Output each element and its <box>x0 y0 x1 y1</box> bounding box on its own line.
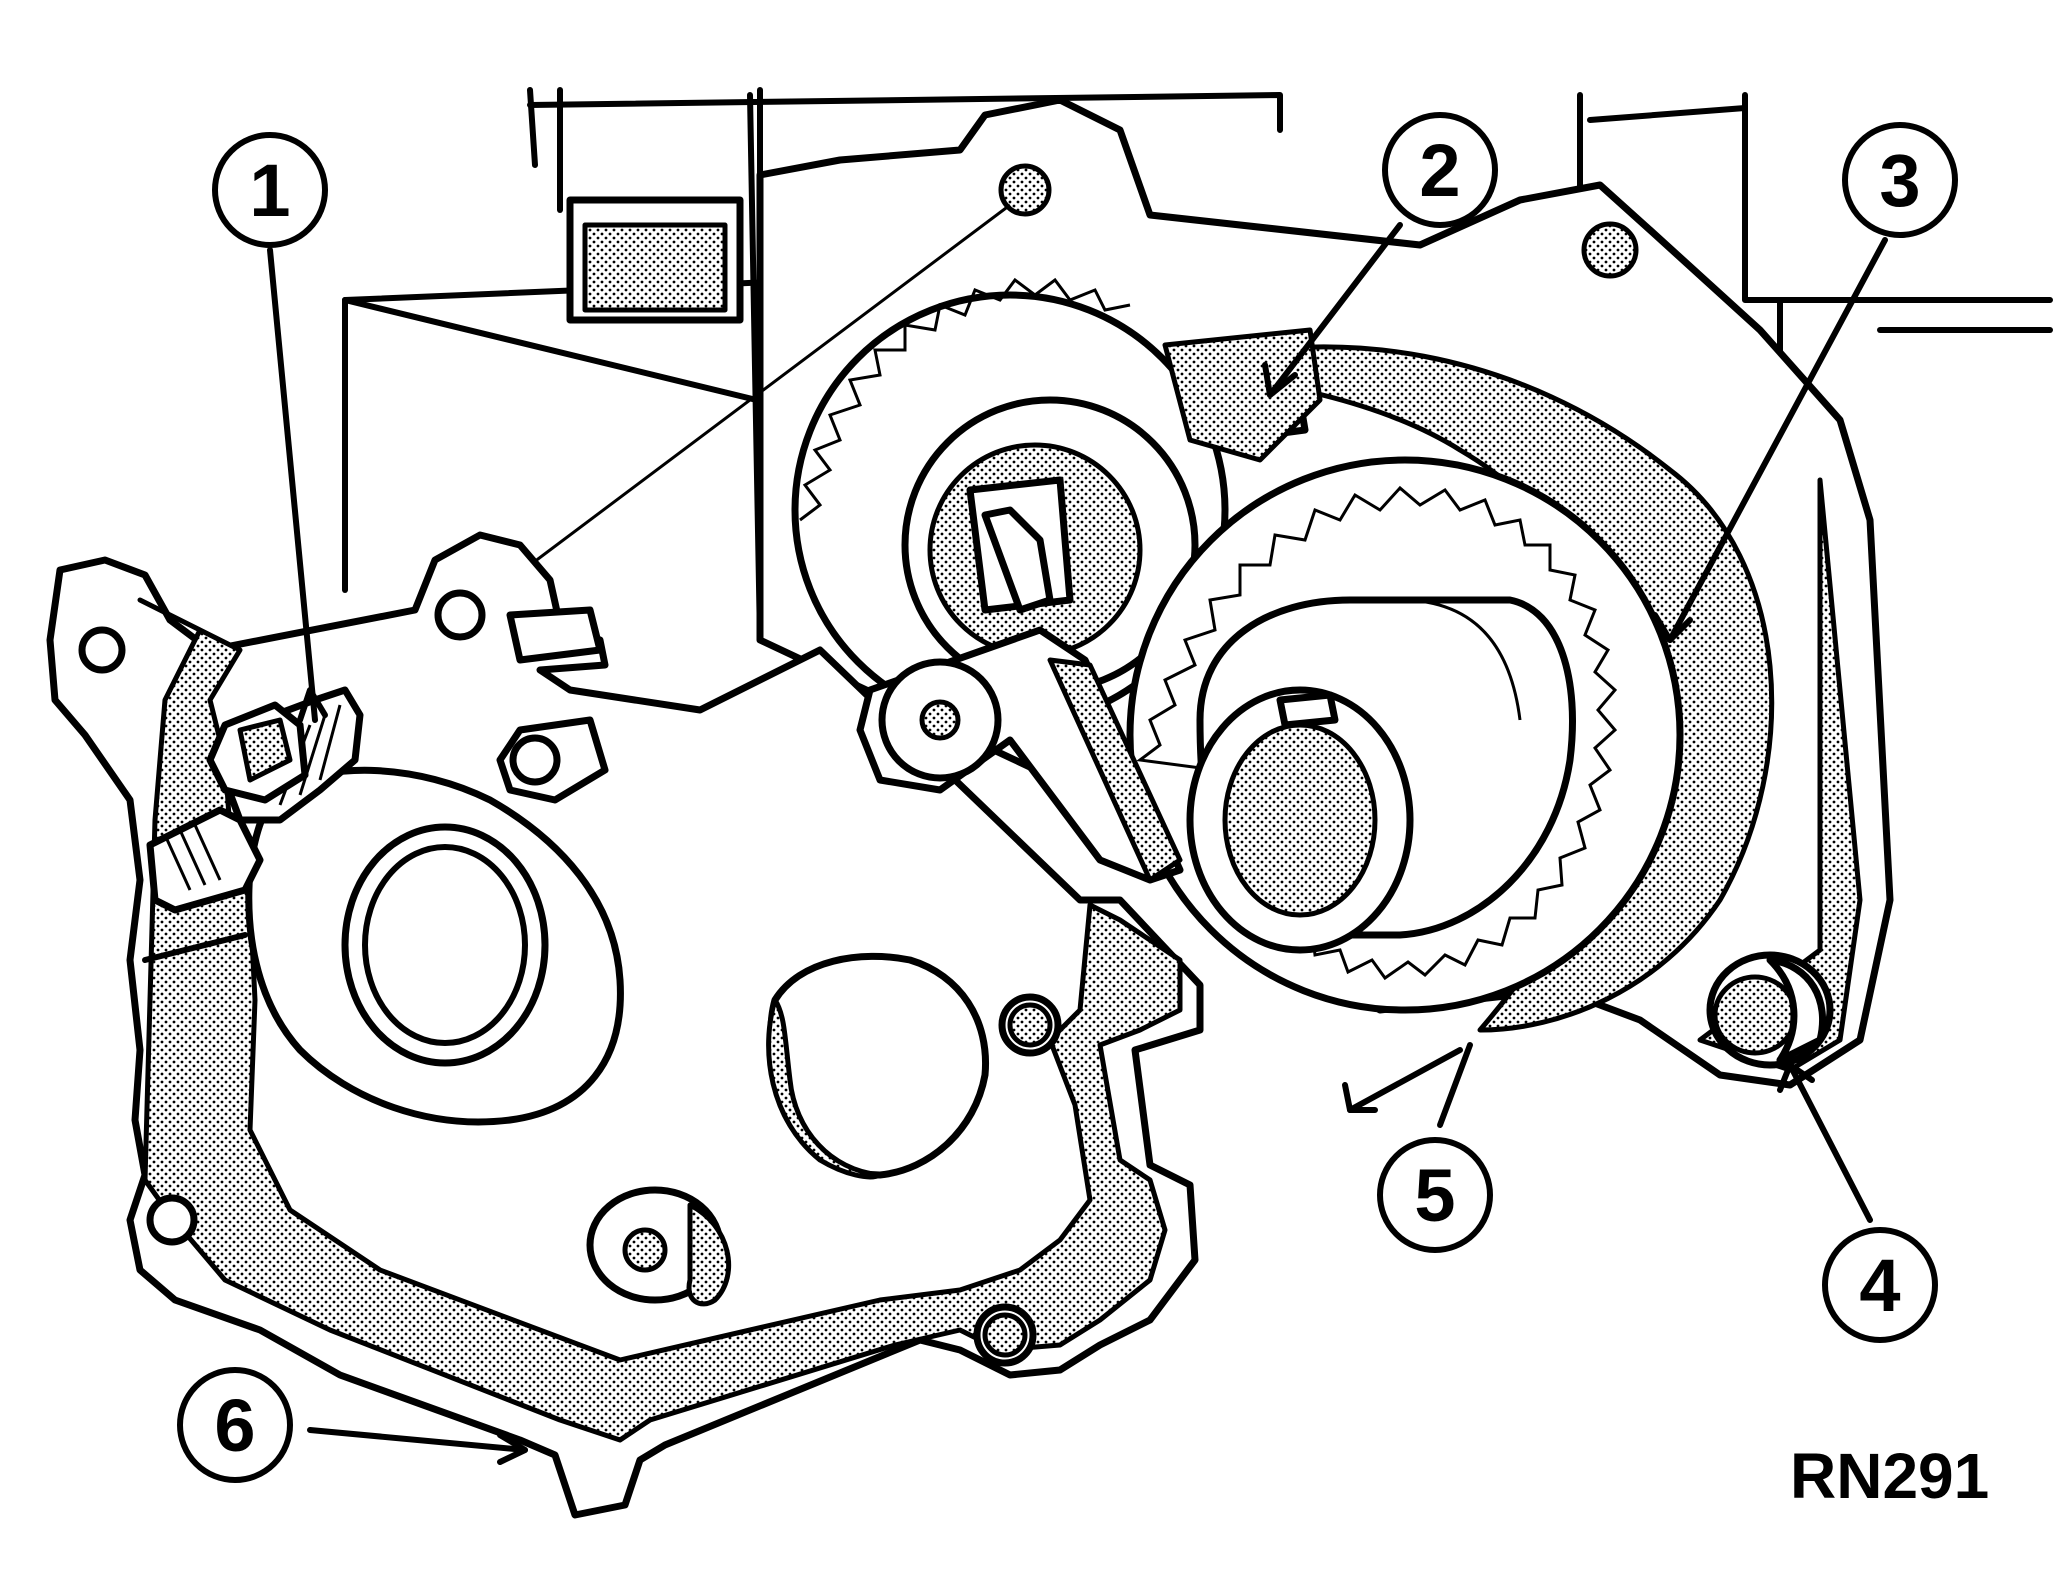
callout-label: 1 <box>249 149 290 232</box>
callout-label: 4 <box>1859 1244 1900 1327</box>
callout-label: 3 <box>1879 139 1920 222</box>
callout-circle <box>1382 112 1498 228</box>
callout-4: 4 <box>1822 1227 1938 1343</box>
callout-circle <box>1377 1137 1493 1253</box>
timing-cover-6 <box>46 506 1204 1519</box>
callout-circle <box>212 132 328 248</box>
callout-circle <box>1822 1227 1938 1343</box>
callout-1: 1 <box>212 132 328 248</box>
stud-bolt-1 <box>146 686 364 914</box>
figure-code: RN291 <box>1790 1440 1989 1512</box>
crankshaft-gear <box>1126 456 1684 1014</box>
callout-2: 2 <box>1382 112 1498 228</box>
callout-label: 5 <box>1414 1154 1455 1237</box>
callout-6: 6 <box>177 1367 293 1483</box>
callout-5: 5 <box>1377 1137 1493 1253</box>
dowel-bushing-4 <box>1706 951 1834 1069</box>
callout-label: 6 <box>214 1384 255 1467</box>
tensioner-blade-2 <box>1162 327 1323 463</box>
leader-lines <box>267 222 1888 1465</box>
callout-circle <box>1842 122 1958 238</box>
callout-circle <box>177 1367 293 1483</box>
callout-label: 2 <box>1419 129 1460 212</box>
callout-3: 3 <box>1842 122 1958 238</box>
